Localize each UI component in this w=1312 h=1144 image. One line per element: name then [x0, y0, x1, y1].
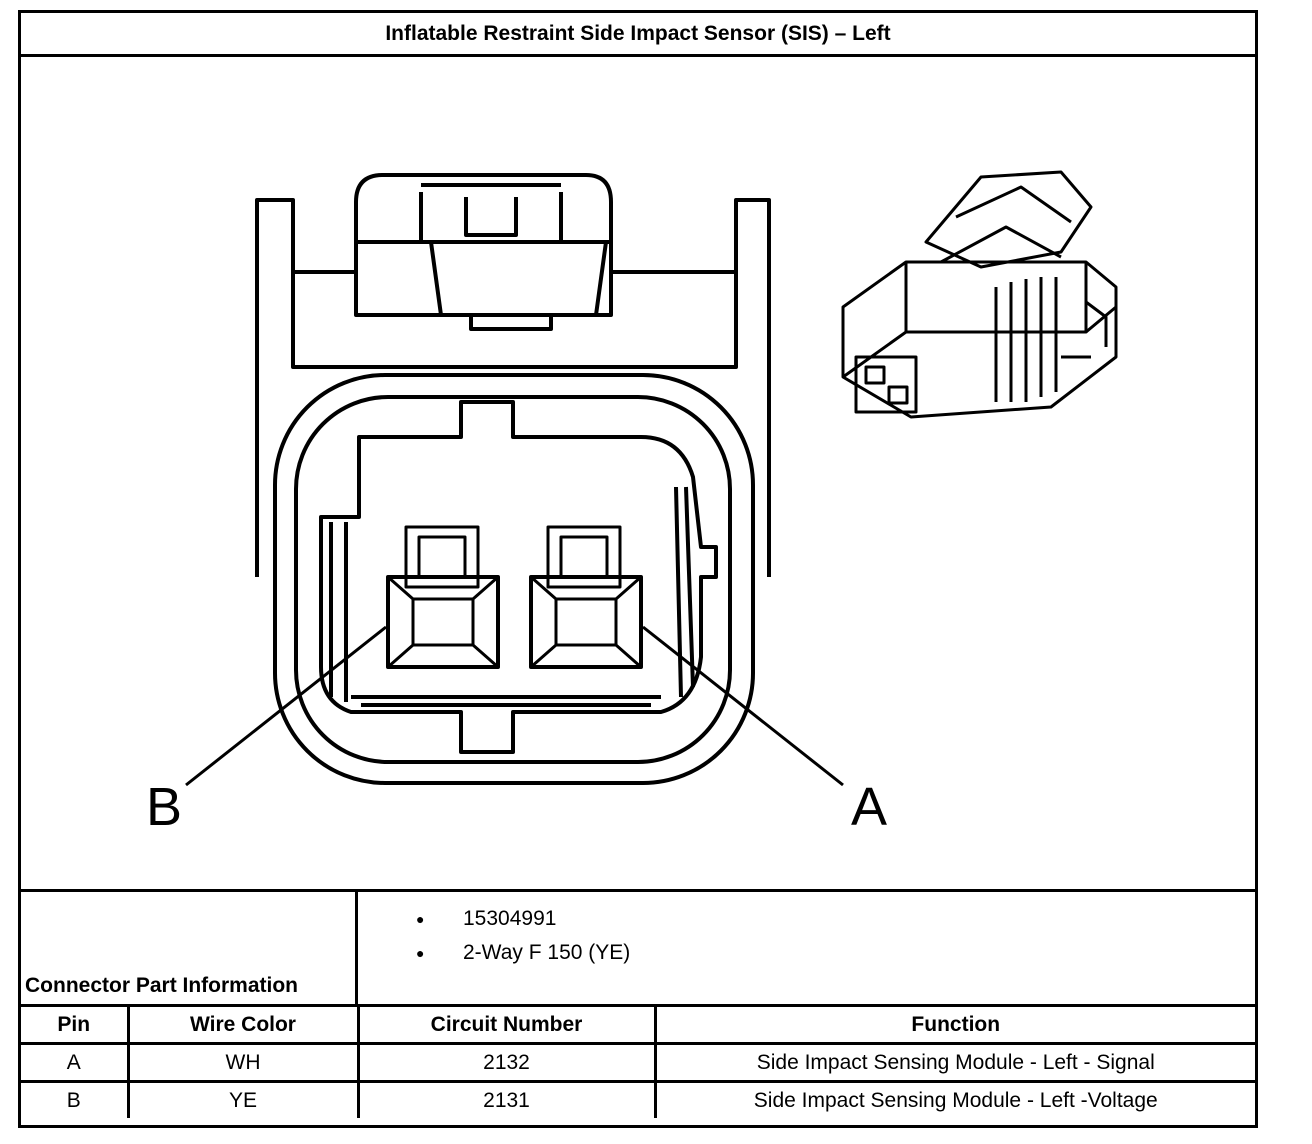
- connector-iso-icon: [841, 170, 1118, 419]
- connector-part-info-label: Connector Part Information: [21, 892, 358, 1004]
- terminal-a: [529, 525, 643, 669]
- pin-table-header: Pin Wire Color Circuit Number Function: [21, 1007, 1255, 1045]
- inner-cavity: [319, 400, 718, 754]
- lock-housing: [291, 272, 738, 369]
- pin-label-b: B: [146, 777, 182, 837]
- cell-circuit-number: 2132: [356, 1042, 657, 1083]
- page-title: Inflatable Restraint Side Impact Sensor …: [21, 13, 1255, 57]
- cell-function: Side Impact Sensing Module - Left - Sign…: [653, 1042, 1255, 1083]
- header-circuit-number: Circuit Number: [356, 1007, 657, 1045]
- cell-wire-color: YE: [126, 1080, 360, 1118]
- connector-part-info: Connector Part Information 15304991 2-Wa…: [21, 889, 1255, 1007]
- header-pin: Pin: [21, 1007, 130, 1045]
- connector-drawing: B A: [21, 57, 1255, 889]
- table-row: A WH 2132 Side Impact Sensing Module - L…: [21, 1042, 1255, 1083]
- header-function: Function: [653, 1007, 1255, 1045]
- leader-line-a: [642, 625, 844, 787]
- cell-pin: B: [21, 1080, 130, 1118]
- cell-pin: A: [21, 1042, 130, 1083]
- leader-line-b: [185, 625, 387, 787]
- connector-part-list: 15304991 2-Way F 150 (YE): [358, 892, 1255, 1014]
- latch-frame: [255, 173, 771, 577]
- terminal-b: [386, 525, 500, 669]
- part-number: 15304991: [358, 902, 1255, 936]
- cell-circuit-number: 2131: [356, 1080, 657, 1118]
- pin-table: Pin Wire Color Circuit Number Function A…: [21, 1007, 1255, 1118]
- connector-face-view: B A: [146, 170, 1118, 837]
- connector-description: 2-Way F 150 (YE): [358, 936, 1255, 970]
- cell-function: Side Impact Sensing Module - Left -Volta…: [653, 1080, 1255, 1118]
- pin-label-a: A: [851, 777, 887, 837]
- table-row: B YE 2131 Side Impact Sensing Module - L…: [21, 1080, 1255, 1118]
- connector-body: [273, 373, 755, 785]
- header-wire-color: Wire Color: [126, 1007, 360, 1045]
- cell-wire-color: WH: [126, 1042, 360, 1083]
- connector-sheet: Inflatable Restraint Side Impact Sensor …: [18, 10, 1258, 1128]
